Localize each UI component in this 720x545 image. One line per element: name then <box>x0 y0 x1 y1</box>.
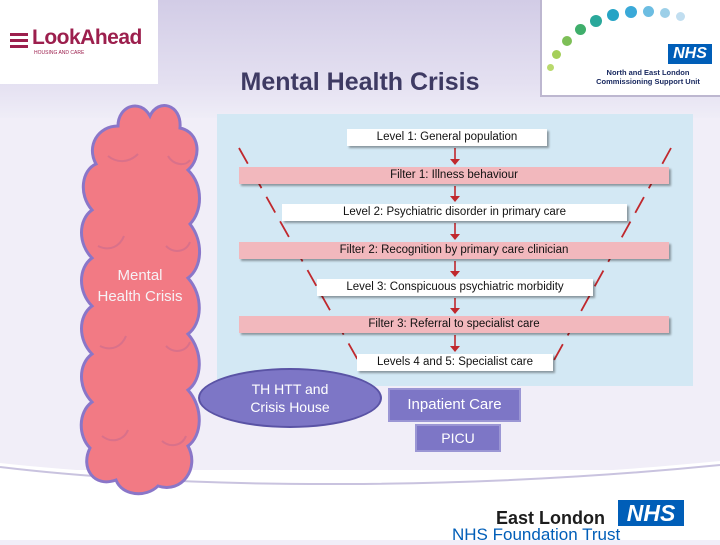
lookahead-mark-icon <box>10 33 28 48</box>
east-london-text: East London <box>496 508 605 528</box>
funnel-arrowhead-2 <box>450 196 460 202</box>
funnel-arrows <box>450 148 460 352</box>
nel-line2: Commissioning Support Unit <box>596 77 700 86</box>
lookahead-subtitle: HOUSING AND CARE <box>34 50 85 56</box>
footer-swoosh <box>0 461 720 495</box>
nel-text: North and East London Commissioning Supp… <box>578 68 718 86</box>
oval-line1: TH HTT and <box>251 381 329 397</box>
level-box-3: Level 2: Psychiatric disorder in primary… <box>282 204 627 221</box>
filter-box-6: Filter 3: Referral to specialist care <box>239 316 669 333</box>
picu-box: PICU <box>415 424 501 452</box>
oval-line2: Crisis House <box>250 399 330 415</box>
level-box-1: Level 1: General population <box>347 129 547 146</box>
nel-line1: North and East London <box>606 68 690 77</box>
funnel-arrowhead-6 <box>450 346 460 352</box>
th-htt-crisis-house: TH HTT and Crisis House <box>198 368 382 428</box>
inpatient-care-box: Inpatient Care <box>388 388 521 422</box>
nhs-logo-top: NHS <box>668 44 712 64</box>
cloud-label-line1: Mental <box>117 267 163 284</box>
lookahead-name: LookAhead <box>32 26 142 49</box>
cloud-label-line2: Health Crisis <box>97 288 183 305</box>
cloud-label: Mental Health Crisis <box>80 265 200 307</box>
mental-health-crisis-cloud <box>79 104 202 496</box>
funnel-arrowhead-5 <box>450 308 460 314</box>
filter-box-4: Filter 2: Recognition by primary care cl… <box>239 242 669 259</box>
level-box-5: Level 3: Conspicuous psychiatric morbidi… <box>317 279 593 296</box>
filter-box-2: Filter 1: Illness behaviour <box>239 167 669 184</box>
funnel-arrowhead-1 <box>450 159 460 165</box>
funnel-arrowhead-4 <box>450 271 460 277</box>
level-box-7: Levels 4 and 5: Specialist care <box>357 354 553 371</box>
lookahead-logo: LookAhead HOUSING AND CARE <box>0 0 158 84</box>
nhs-logo-bottom: NHS <box>618 500 684 526</box>
funnel-arrowhead-3 <box>450 234 460 240</box>
foundation-trust-text: NHS Foundation Trust <box>452 525 621 544</box>
page-title: Mental Health Crisis <box>240 68 480 96</box>
